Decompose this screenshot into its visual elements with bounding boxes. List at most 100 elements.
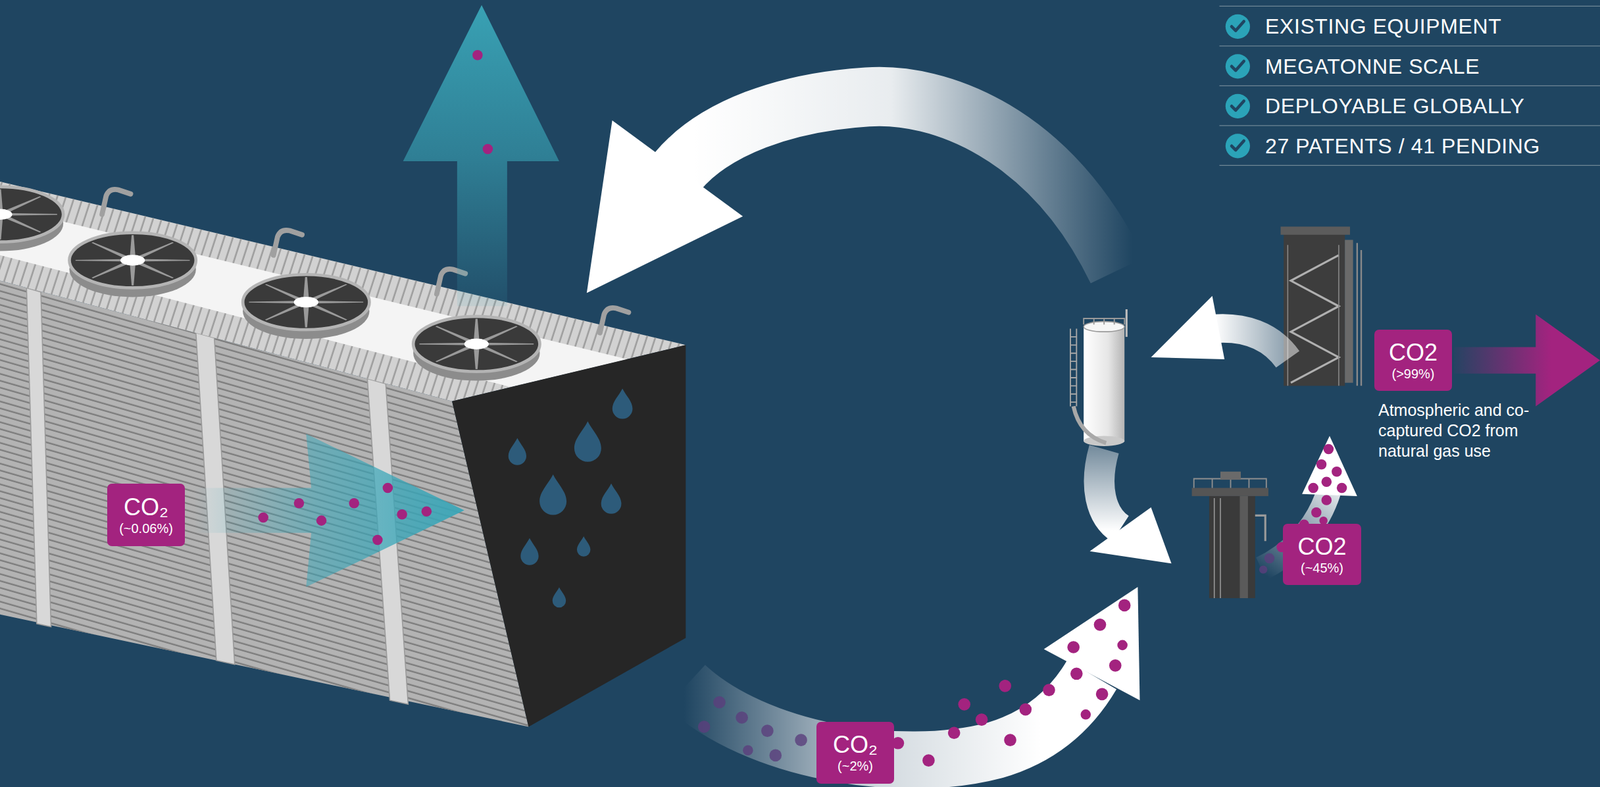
co2-dots xyxy=(1331,466,1343,477)
tank-pole xyxy=(1125,309,1128,337)
co2-dots xyxy=(948,726,961,739)
checklist-rules xyxy=(1219,165,1600,166)
co2-dots xyxy=(294,498,305,509)
check-icon-tick xyxy=(1231,61,1245,71)
co2-dots xyxy=(421,505,433,517)
checklist-item: MEGATONNE SCALE xyxy=(1265,54,1480,79)
co2-dots xyxy=(1323,444,1335,455)
co2-dots xyxy=(257,482,432,546)
co2-dots xyxy=(1118,599,1131,612)
feed-head xyxy=(1089,507,1172,564)
co2-dots-faded xyxy=(1259,553,1275,574)
tank-railing xyxy=(1083,318,1125,325)
badge-formula: CO₂ xyxy=(832,731,878,758)
co2-badge: CO2(~45%) xyxy=(1282,523,1362,585)
product-arrow xyxy=(1453,314,1600,407)
co2-dots xyxy=(348,498,360,509)
return-arrow xyxy=(586,96,1118,293)
co2-dots xyxy=(1094,618,1107,631)
co2-dots-faded xyxy=(713,696,726,709)
checklist-item: EXISTING EQUIPMENT xyxy=(1265,14,1502,39)
co2-dots xyxy=(1321,494,1333,506)
cooler-top-stripes xyxy=(0,181,686,402)
checklist-marks xyxy=(1219,5,1600,166)
co2-dots xyxy=(372,534,383,546)
vent-arrow xyxy=(1259,435,1358,574)
co2-dots xyxy=(1003,733,1017,747)
check-icon-tick xyxy=(1231,101,1245,111)
tower-side xyxy=(1344,240,1353,383)
column-hat xyxy=(1220,471,1241,480)
co2-badge: CO₂(~0.06%) xyxy=(107,483,185,547)
co2-dots-faded xyxy=(1259,565,1268,574)
cooler-fan xyxy=(0,186,64,252)
co2-dots xyxy=(957,698,971,711)
co2-dots xyxy=(316,515,327,526)
stripper-tower xyxy=(1280,226,1362,386)
co2-dots xyxy=(1307,482,1319,494)
air-outlet-shape xyxy=(403,5,560,307)
badge-formula: CO2 xyxy=(1388,339,1438,366)
tank-body xyxy=(1083,326,1125,441)
rich-stream-arrow xyxy=(685,586,1140,774)
co2-dots xyxy=(1019,703,1032,716)
co2-dots xyxy=(1096,688,1109,701)
check-icon-tick xyxy=(1231,21,1245,150)
co2-dots xyxy=(382,482,394,494)
cooler-top-face xyxy=(0,181,686,402)
co2-dots xyxy=(892,599,1131,767)
co2-dots xyxy=(1336,482,1348,494)
cooler-post xyxy=(26,287,51,627)
co2-dot xyxy=(482,144,494,155)
co2-dots xyxy=(1117,640,1128,651)
checklist-rules xyxy=(1219,85,1600,87)
tower-frame xyxy=(1287,244,1339,386)
checklist-rules xyxy=(1219,5,1600,166)
air-inlet-arrow xyxy=(194,433,465,587)
handrails xyxy=(101,189,131,215)
cooler-fan xyxy=(413,316,540,381)
feed-arrow xyxy=(1089,449,1172,564)
check-icon-tick xyxy=(1231,140,1245,150)
transfer-band xyxy=(1214,328,1289,360)
regenerator-column xyxy=(1192,471,1269,599)
water-drops xyxy=(520,538,539,566)
check-icon-circle xyxy=(1225,14,1250,39)
column-stripe xyxy=(1239,496,1248,599)
co2-dots xyxy=(1070,667,1083,681)
co2-dots xyxy=(1311,507,1322,518)
cooler-top-band xyxy=(0,205,628,387)
return-arrow-band xyxy=(677,96,1118,271)
co2-dots xyxy=(396,509,408,520)
co2-dots xyxy=(1109,659,1122,672)
handrails xyxy=(273,230,302,256)
column-body xyxy=(1209,496,1256,599)
air-inlet-shape xyxy=(194,433,465,587)
air-outlet-arrow xyxy=(403,5,560,307)
badge-percentage: (~2%) xyxy=(837,757,874,774)
badge-formula: CO₂ xyxy=(123,494,169,521)
handrails xyxy=(600,307,629,333)
co2-dots-faded xyxy=(735,711,749,724)
air-cooler xyxy=(0,181,686,727)
badge-percentage: (>99%) xyxy=(1391,365,1435,382)
checklist-rules xyxy=(1219,5,1600,7)
transfer-head xyxy=(1151,296,1225,360)
checklist-item: 27 PATENTS / 41 PENDING xyxy=(1265,134,1541,158)
water-drops xyxy=(508,438,527,466)
co2-dots xyxy=(257,512,269,524)
cooler-fan xyxy=(242,274,370,339)
column-railing xyxy=(1194,478,1267,489)
feed-band xyxy=(1099,449,1121,529)
cooler-fan xyxy=(69,232,196,298)
water-drops xyxy=(508,388,633,608)
column-ladder xyxy=(1214,498,1221,599)
tower-cap xyxy=(1280,226,1350,235)
transfer-arrow xyxy=(1151,296,1289,360)
co2-dots-faded xyxy=(761,724,774,737)
checklist-item: DEPLOYABLE GLOBALLY xyxy=(1265,94,1525,118)
co2-dots-faded xyxy=(1264,553,1275,564)
